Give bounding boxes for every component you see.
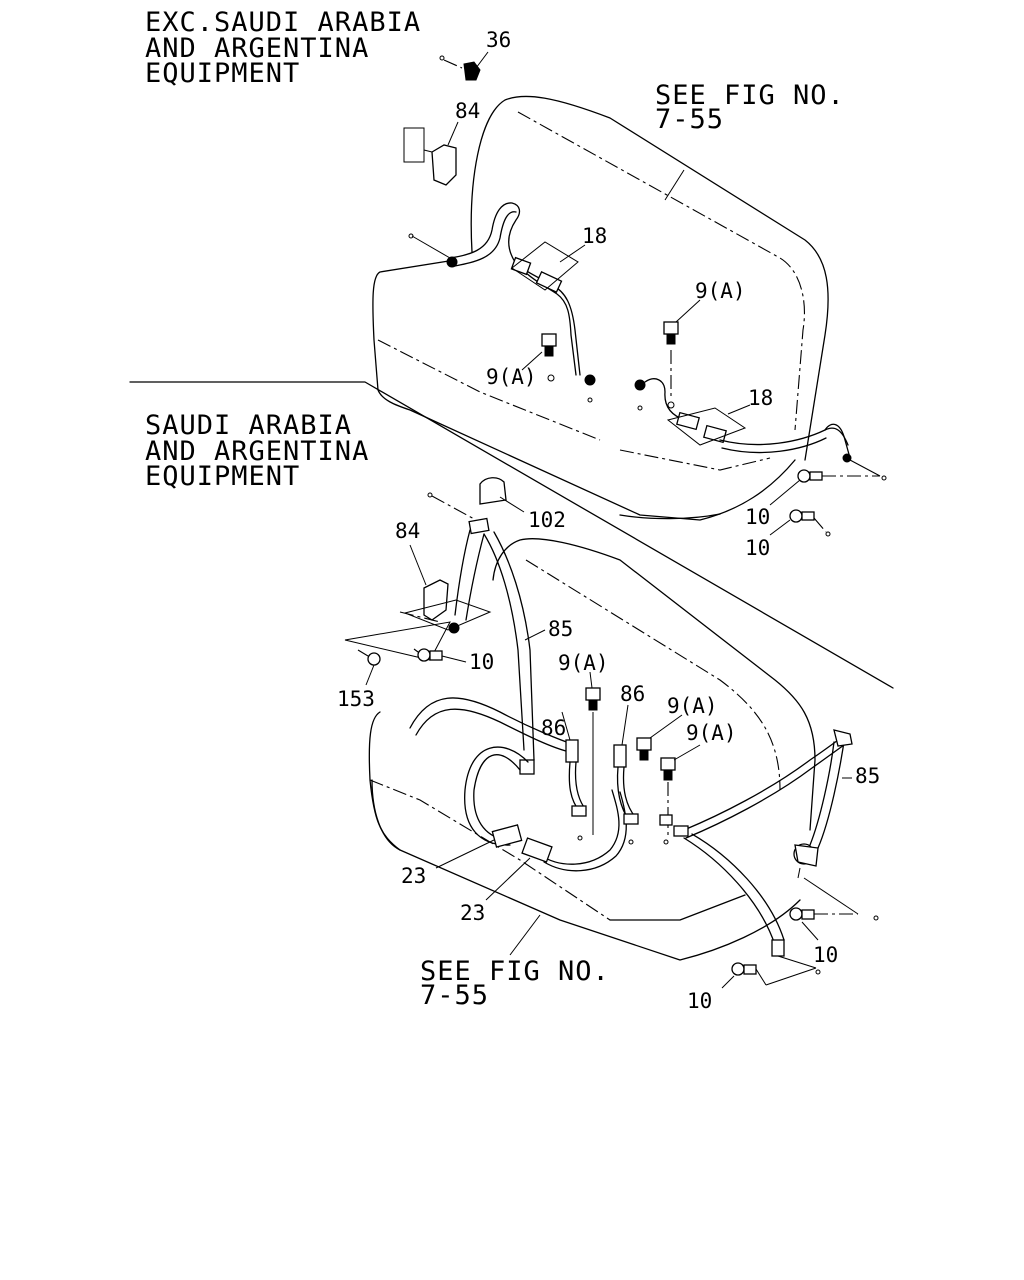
bolt-9a-top-left — [541, 333, 557, 382]
clip-36 — [439, 55, 481, 81]
cap-102 — [479, 477, 507, 505]
bolt-10-bottom-left — [413, 648, 443, 662]
callout-9a-2: 9(A) — [486, 365, 537, 389]
see-fig-reference-top: SEE FIG NO. 7-55 — [655, 80, 845, 135]
section-divider-line — [129, 381, 894, 689]
see-fig-bottom-line-1: SEE FIG NO. — [420, 956, 610, 987]
top-title-line-3: EQUIPMENT — [145, 58, 300, 89]
top-section-title: EXC.SAUDI ARABIA AND ARGENTINA EQUIPMENT — [145, 7, 421, 89]
bolt-9a-bottom-c — [660, 757, 676, 845]
bolt-10-bottom-right-a — [789, 877, 879, 921]
callout-labels: 36 84 18 9(A) 9(A) 18 10 10 102 84 85 10… — [337, 28, 880, 1013]
buckle-86-left — [565, 739, 587, 841]
bottom-section-title: SAUDI ARABIA AND ARGENTINA EQUIPMENT — [145, 410, 369, 492]
see-fig-top-line-1: SEE FIG NO. — [655, 80, 845, 111]
see-fig-reference-bottom: SEE FIG NO. 7-55 — [420, 956, 610, 1011]
callout-23-a: 23 — [401, 864, 426, 888]
callout-36: 36 — [486, 28, 511, 52]
callout-10-e: 10 — [687, 989, 712, 1013]
callout-84-bottom: 84 — [395, 519, 420, 543]
callout-10-c: 10 — [469, 650, 494, 674]
left-shoulder-belt-85 — [427, 492, 535, 775]
callout-18-b: 18 — [748, 386, 773, 410]
callout-9a-1: 9(A) — [695, 279, 746, 303]
top-title-line-1: EXC.SAUDI ARABIA — [145, 7, 421, 38]
bottom-title-line-3: EQUIPMENT — [145, 461, 300, 492]
leader-lines — [365, 51, 852, 989]
buckle-86-right — [613, 744, 639, 845]
bolt-10-top-a — [797, 459, 887, 483]
callout-153: 153 — [337, 687, 375, 711]
callout-102: 102 — [528, 508, 566, 532]
callout-9a-5: 9(A) — [686, 721, 737, 745]
callout-86-b: 86 — [620, 682, 645, 706]
bottom-title-line-1: SAUDI ARABIA — [145, 410, 352, 441]
see-fig-top-line-2: 7-55 — [655, 104, 724, 135]
callout-9a-3: 9(A) — [558, 651, 609, 675]
bolt-9a-bottom-a — [585, 687, 601, 835]
see-fig-bottom-line-2: 7-55 — [420, 980, 489, 1011]
cover-84-bottom — [344, 579, 492, 661]
cover-84-top — [403, 127, 457, 186]
callout-18-a: 18 — [582, 224, 607, 248]
bottom-title-line-2: AND ARGENTINA — [145, 436, 369, 467]
callout-10-a: 10 — [745, 505, 770, 529]
bolt-10-bottom-right-b — [731, 955, 821, 986]
right-shoulder-belt-85 — [659, 729, 853, 957]
bolt-9a-bottom-b — [636, 737, 652, 761]
bottom-seat-outline — [368, 538, 816, 961]
callout-10-b: 10 — [745, 536, 770, 560]
bolt-9a-top-right — [663, 321, 679, 409]
top-title-line-2: AND ARGENTINA — [145, 33, 369, 64]
callout-10-d: 10 — [813, 943, 838, 967]
bolt-10-top-b — [789, 509, 831, 537]
top-seat-outline — [372, 95, 829, 521]
callout-23-b: 23 — [460, 901, 485, 925]
callout-85-a: 85 — [548, 617, 573, 641]
top-right-belt-strap — [634, 378, 852, 463]
screw-153 — [357, 649, 381, 666]
callout-85-b: 85 — [855, 764, 880, 788]
callout-9a-4: 9(A) — [667, 694, 718, 718]
callout-86-a: 86 — [541, 716, 566, 740]
left-lap-belt — [409, 697, 627, 872]
part-18-top-left-outline — [511, 241, 579, 291]
callout-84-top: 84 — [455, 99, 480, 123]
top-left-belt-strap — [408, 202, 596, 403]
